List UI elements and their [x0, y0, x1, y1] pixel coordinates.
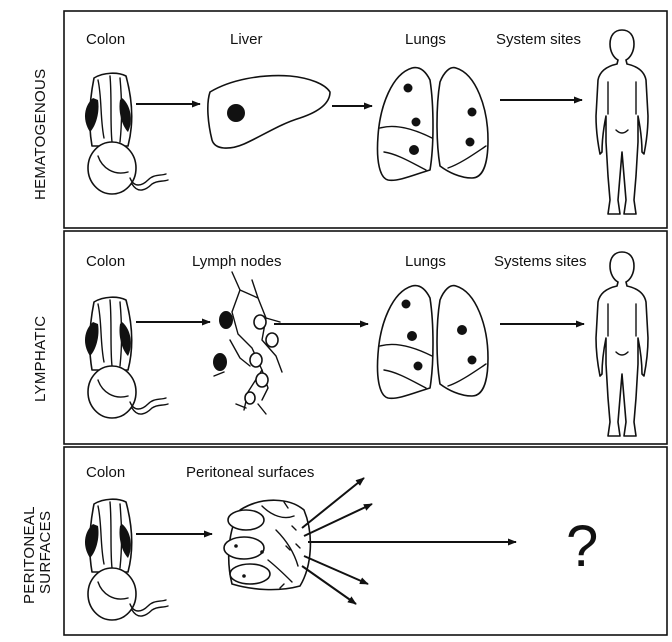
peritoneal-surfaces-drawing [224, 500, 310, 589]
side-label-lymphatic: LYMPHATIC [32, 316, 49, 402]
colon-drawing-2 [85, 297, 168, 418]
svg-text:SURFACES: SURFACES [37, 511, 54, 594]
label-lungs-2: Lungs [405, 253, 446, 270]
side-label-hematogenous: HEMATOGENOUS [32, 69, 49, 200]
label-liver: Liver [230, 31, 263, 48]
label-system-sites: System sites [496, 31, 581, 48]
lymph-nodes-drawing [213, 272, 282, 414]
label-peritoneal-surfaces: Peritoneal surfaces [186, 464, 314, 481]
human-figure-1 [596, 30, 648, 214]
unknown-destination-symbol: ? [566, 514, 598, 579]
colon-drawing-3 [85, 499, 168, 620]
lungs-drawing-1 [377, 68, 488, 181]
human-figure-2 [596, 252, 648, 436]
label-colon-3: Colon [86, 464, 125, 481]
label-colon-2: Colon [86, 253, 125, 270]
side-label-peritoneal-surfaces: PERITONEAL SURFACES [21, 506, 54, 604]
colon-drawing-1 [85, 73, 168, 194]
spread-arrows [302, 478, 516, 604]
liver-drawing [208, 76, 330, 148]
label-lymph-nodes: Lymph nodes [192, 253, 282, 270]
lungs-drawing-2 [377, 286, 488, 399]
label-lungs-1: Lungs [405, 31, 446, 48]
label-systems-sites: Systems sites [494, 253, 587, 270]
label-colon-1: Colon [86, 31, 125, 48]
svg-text:PERITONEAL: PERITONEAL [21, 506, 38, 604]
